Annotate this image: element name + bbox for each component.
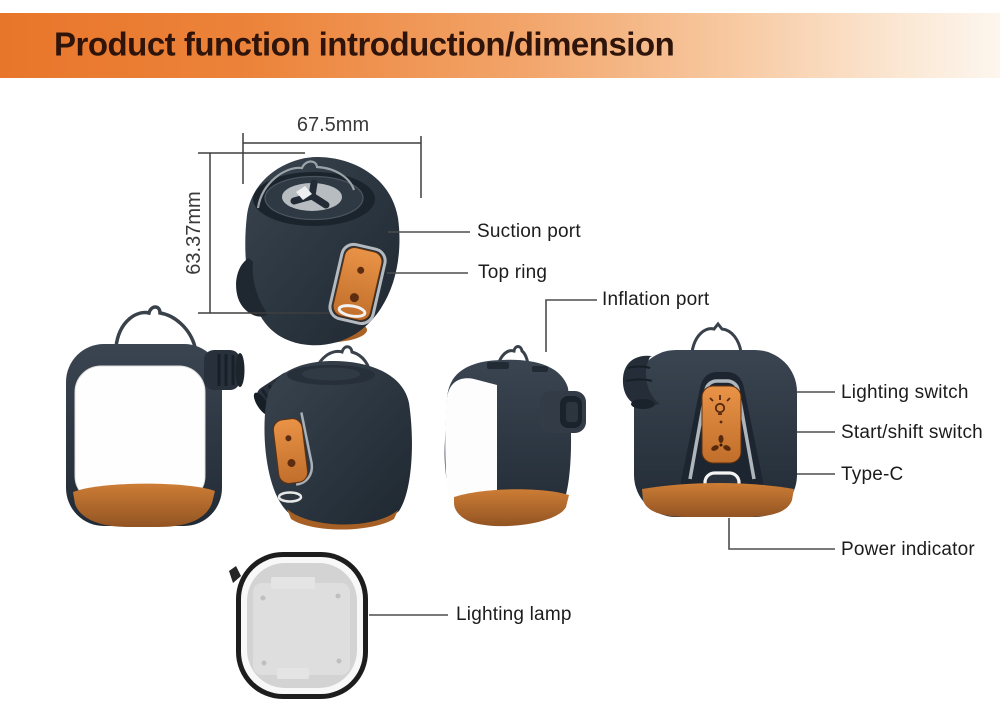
hang-hook-icon [494,345,531,376]
control-panel-graphic [701,385,742,464]
pump-three-quarter-figure [253,345,412,530]
control-panel-graphic [272,412,314,486]
lighting-switch-label: Lighting switch [841,382,969,403]
hang-hook-icon [114,305,197,348]
top-ring-wire [256,160,356,209]
type-c-label: Type-C [841,464,904,485]
suction-port-graphic [253,172,375,226]
lighting-switch-icon [709,395,731,424]
hang-hook-icon [312,345,373,379]
start-shift-switch-label: Start/shift switch [841,422,983,443]
width-dimension-label: 67.5mm [296,114,370,136]
lamp-panel-graphic [74,365,206,503]
top-pump-isometric-figure [236,157,400,346]
inflation-port-label: Inflation port [602,289,710,310]
pump-front-controls-figure [622,321,797,517]
lighting-lamp-label: Lighting lamp [456,604,572,625]
fan-icon [711,435,731,451]
usb-port-graphic [337,304,367,318]
top-ring-label: Top ring [478,262,548,283]
suction-port-label: Suction port [477,221,581,242]
lamp-panel-graphic [445,378,497,513]
orange-base-graphic [73,483,215,527]
width-dimension-line [242,133,422,198]
lighting-lamp-figure [229,552,368,699]
control-panel-graphic [328,242,387,326]
callout-line-power-indicator [728,518,835,550]
lantern-front-figure [66,305,245,527]
side-nozzle-graphic [204,350,245,390]
usb-port-graphic [277,491,303,503]
pump-side-view-figure [444,345,586,527]
hang-hook-icon [690,321,743,353]
screw-dots [260,593,342,666]
inflation-port-graphic [540,391,586,433]
callout-line-inflation-port [545,299,597,352]
orange-base-graphic [287,509,398,530]
height-dimension-line [198,152,330,314]
power-indicator-label: Power indicator [841,539,975,560]
header-banner: Product function introduction/dimension [0,13,1000,78]
orange-base-graphic [454,489,569,527]
left-port-stub-graphic [622,355,660,409]
side-stub-graphic [236,258,268,317]
page-title: Product function introduction/dimension [54,24,675,62]
height-dimension-label: 63.37mm [183,191,205,275]
power-base-graphic [642,483,794,517]
